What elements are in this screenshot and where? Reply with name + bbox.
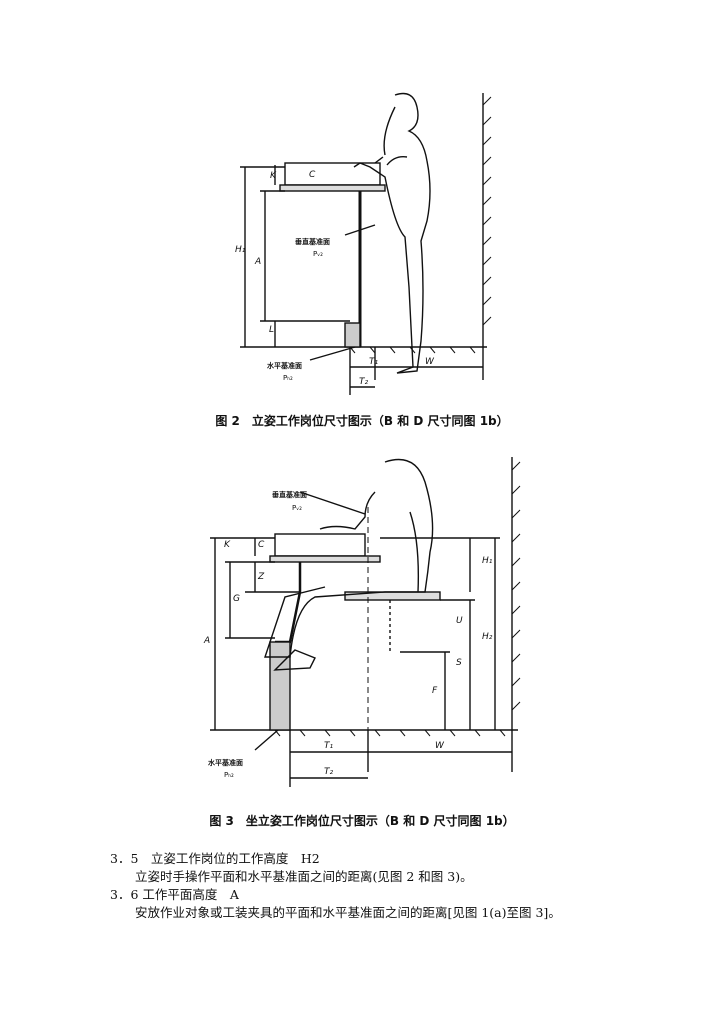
- fig2-label-l: L: [269, 325, 275, 335]
- fig2-label-c: C: [309, 170, 316, 180]
- fig3-label-w: W: [435, 741, 444, 751]
- fig2-label-t2: T₂: [359, 377, 369, 387]
- fig3-label-s: S: [456, 658, 462, 668]
- fig3-horizontal-plane: 水平基准面: [208, 759, 243, 767]
- floor-hatch: [274, 729, 506, 737]
- fig3-label-t2: T₂: [324, 767, 334, 777]
- fig3-vertical-code: Pᵥ₂: [292, 504, 302, 512]
- fig2-label-k: K: [270, 171, 276, 181]
- fig3-label-a: A: [204, 636, 211, 646]
- fig3-label-f: F: [432, 686, 438, 696]
- fig3-vertical-plane: 垂直基准面: [272, 491, 307, 499]
- fig3-label-z: Z: [258, 572, 265, 582]
- fig3-label-u: U: [456, 616, 463, 626]
- section-3-5-body: 立姿时手操作平面和水平基准面之间的距离(见图 2 和图 3)。: [135, 869, 473, 884]
- fig2-label-t1: T₁: [369, 357, 379, 367]
- figure-3-drawing: [210, 457, 521, 787]
- shoe: [273, 649, 316, 671]
- fig2-vertical-code: Pᵥ₂: [313, 250, 323, 258]
- fig2-horizontal-plane: 水平基准面: [267, 362, 302, 370]
- wall-hatch: [511, 461, 521, 711]
- table-top: [279, 184, 386, 192]
- foot-support: [269, 641, 291, 731]
- fig2-label-w: W: [425, 357, 434, 367]
- fig2-vertical-plane: 垂直基准面: [295, 238, 330, 246]
- fig3-label-h2: H₂: [482, 632, 493, 642]
- wall-hatch: [482, 96, 492, 326]
- fig3-label-k: K: [224, 540, 230, 550]
- fig2-horizontal-code: Pₕ₂: [283, 374, 293, 382]
- table-top: [269, 555, 381, 563]
- fig2-label-h: H₁: [235, 245, 246, 255]
- section-3-5-title: 3．5 立姿工作岗位的工作高度 H2: [110, 851, 320, 866]
- fig3-label-h1: H₁: [482, 556, 493, 566]
- figure-2-drawing: [240, 92, 492, 395]
- standing-person: [353, 92, 431, 374]
- figure-3-caption: 图 3 坐立姿工作岗位尺寸图示（B 和 D 尺寸同图 1b）: [209, 814, 515, 828]
- figure-2-caption: 图 2 立姿工作岗位尺寸图示（B 和 D 尺寸同图 1b）: [215, 414, 509, 428]
- fig3-label-g: G: [233, 594, 240, 604]
- section-3-6-body: 安放作业对象或工装夹具的平面和水平基准面之间的距离[见图 1(a)至图 3]。: [135, 905, 561, 920]
- fig2-label-a: A: [255, 257, 262, 267]
- seated-person: [264, 458, 434, 658]
- section-3-6-title: 3．6 工作平面高度 A: [110, 887, 239, 902]
- fig3-horizontal-code: Pₕ₂: [224, 771, 234, 779]
- fig3-label-c: C: [258, 540, 265, 550]
- fig3-label-t1: T₁: [324, 741, 334, 751]
